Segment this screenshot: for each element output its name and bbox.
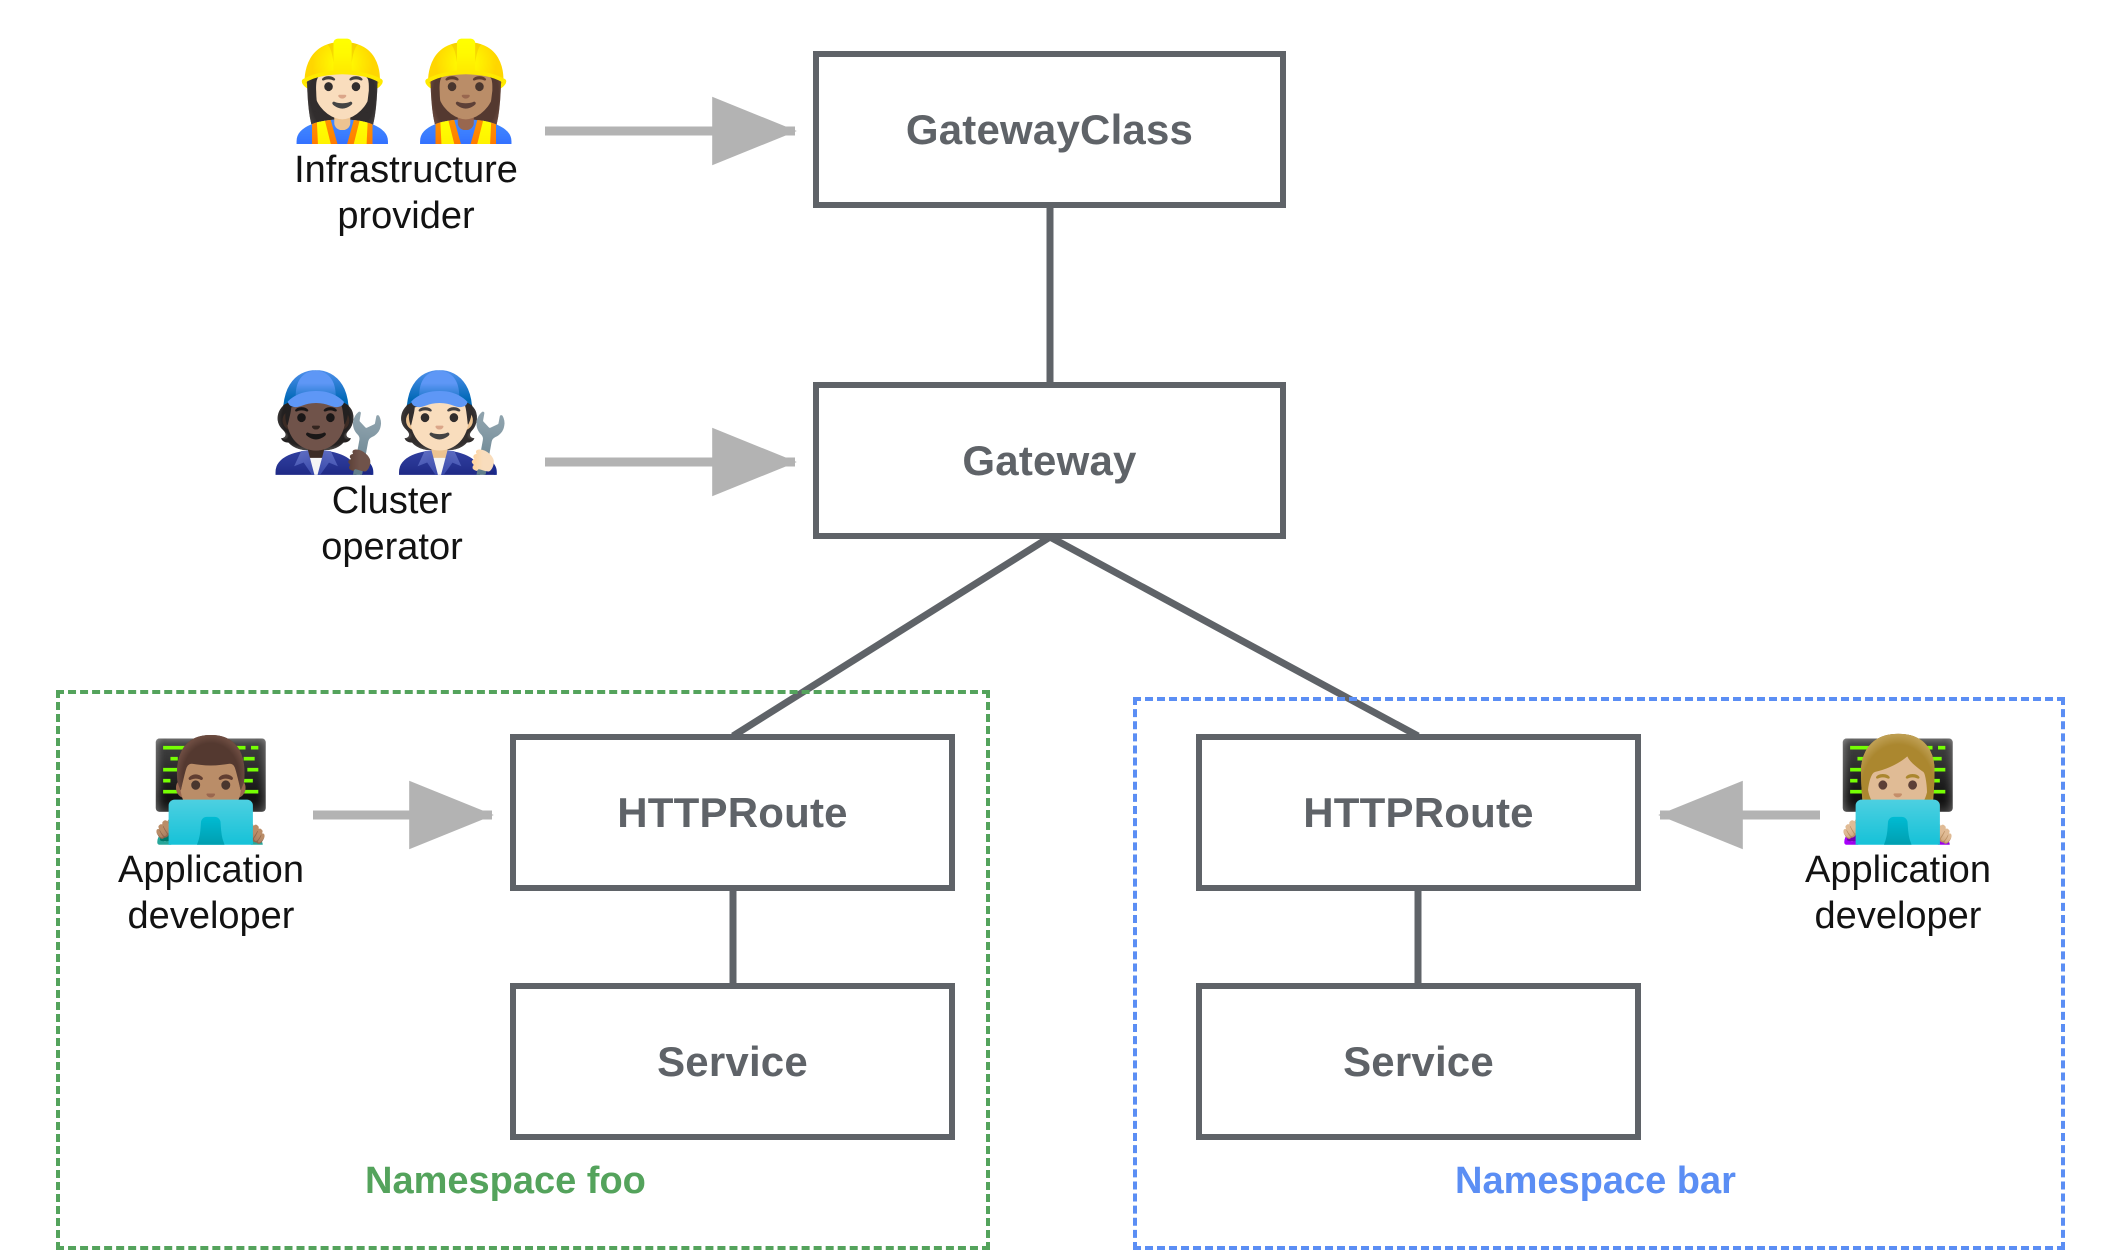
node-service-foo[interactable]: Service: [510, 983, 955, 1140]
woman-technologist-icon: 👩🏼‍💻: [1835, 734, 1961, 846]
man-technologist-icon: 👨🏽‍💻: [148, 734, 274, 846]
namespace-label-foo: Namespace foo: [365, 1160, 646, 1202]
node-gatewayclass[interactable]: GatewayClass: [813, 51, 1286, 208]
persona-infrastructure-provider-label: Infrastructure provider: [294, 148, 518, 238]
node-httproute-bar-label: HTTPRoute: [1303, 788, 1534, 836]
namespace-box-foo: [56, 690, 990, 1250]
persona-application-developer-bar-label: Application developer: [1805, 849, 1991, 938]
mechanics-icon: 🧑🏿‍🔧🧑🏻‍🔧: [268, 369, 516, 476]
node-service-bar[interactable]: Service: [1196, 983, 1641, 1140]
namespace-box-bar: [1133, 697, 2065, 1250]
node-gateway-label: Gateway: [962, 436, 1137, 484]
namespace-label-bar: Namespace bar: [1455, 1160, 1736, 1202]
node-httproute-foo-label: HTTPRoute: [617, 788, 848, 836]
persona-application-developer-bar: 👩🏼‍💻 Application developer: [1793, 738, 2003, 940]
persona-infrastructure-provider: 👷🏻‍♀️👷🏽‍♀️ Infrastructure provider: [282, 41, 526, 240]
persona-cluster-operator-label: Cluster operator: [321, 479, 463, 569]
persona-application-developer-foo-label: Application developer: [118, 849, 304, 938]
node-httproute-bar[interactable]: HTTPRoute: [1196, 734, 1641, 891]
node-gatewayclass-label: GatewayClass: [905, 105, 1194, 153]
node-service-foo-label: Service: [657, 1037, 808, 1085]
women-construction-workers-icon: 👷🏻‍♀️👷🏽‍♀️: [282, 38, 530, 145]
node-service-bar-label: Service: [1343, 1037, 1494, 1085]
node-httproute-foo[interactable]: HTTPRoute: [510, 734, 955, 891]
persona-cluster-operator: 🧑🏿‍🔧🧑🏻‍🔧 Cluster operator: [268, 372, 512, 571]
persona-application-developer-foo: 👨🏽‍💻 Application developer: [106, 738, 316, 940]
node-gateway[interactable]: Gateway: [813, 382, 1286, 539]
